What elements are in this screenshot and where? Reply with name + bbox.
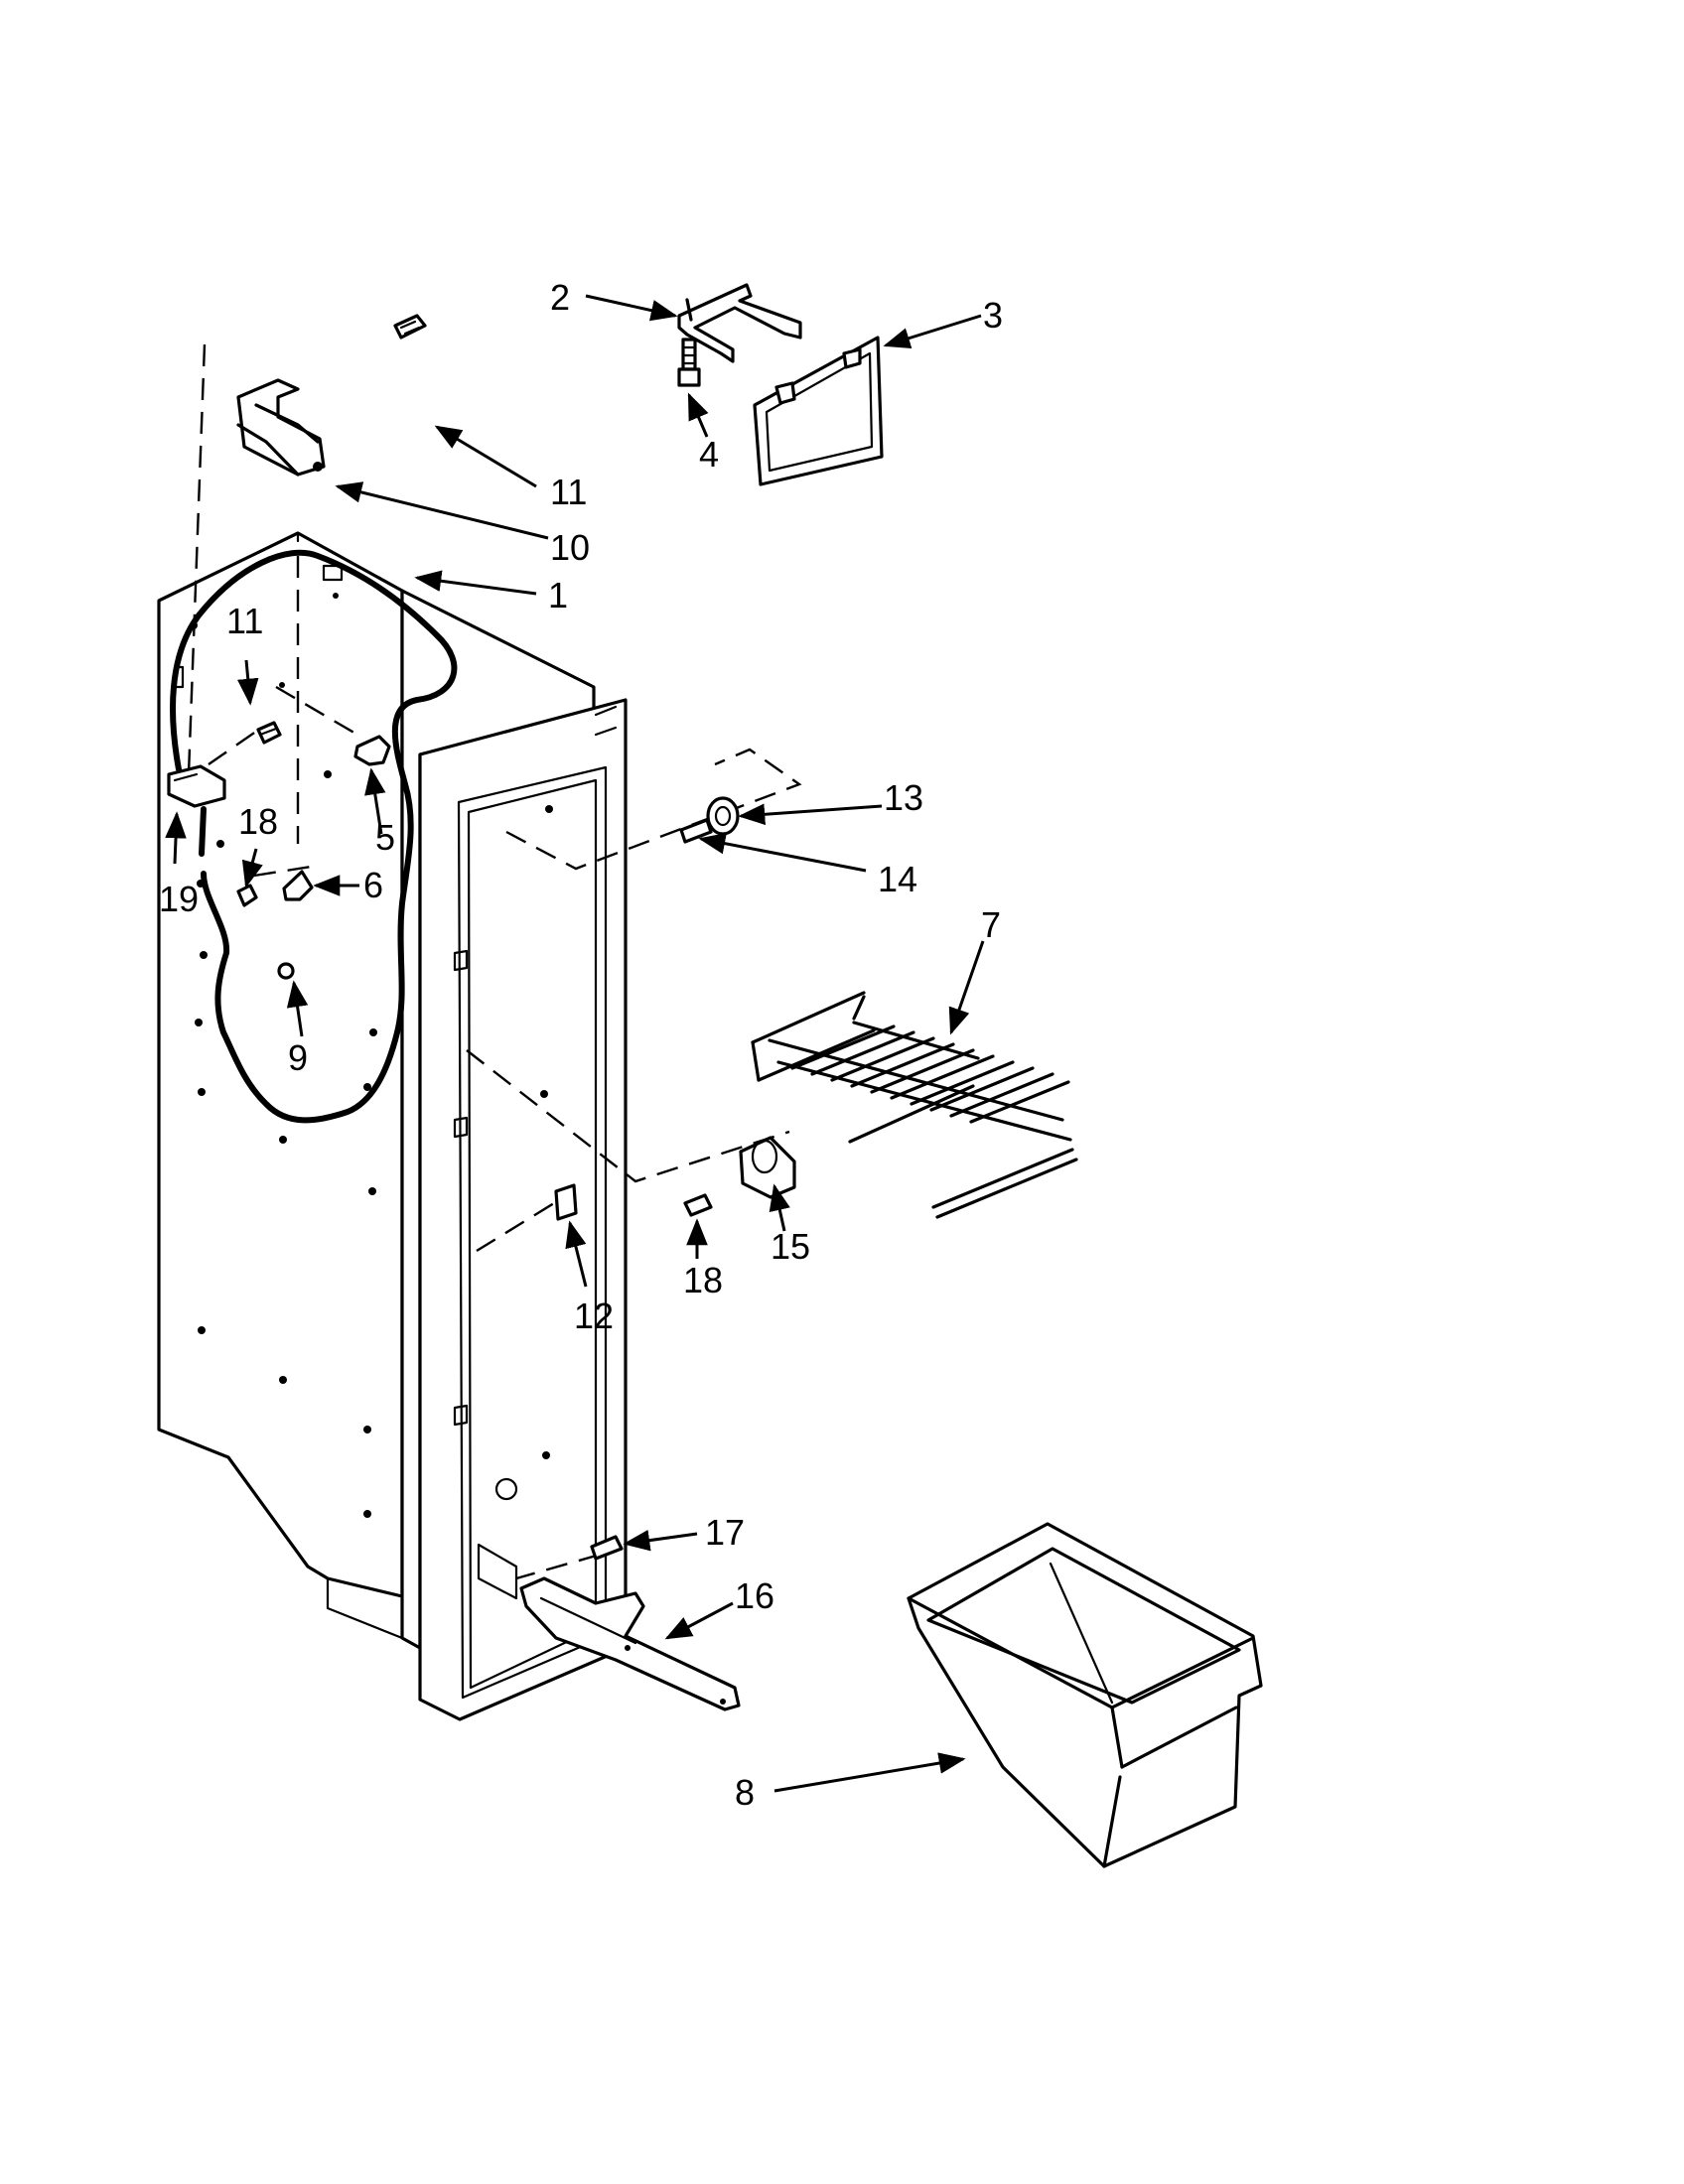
callout-15: 15 — [771, 1226, 810, 1267]
screw-part-11-mid — [256, 721, 282, 745]
switch-part-12 — [554, 1183, 578, 1221]
callout-3: 3 — [983, 295, 1003, 336]
callout-11-mid: 11 — [226, 601, 263, 641]
ice-bin-part-8 — [907, 1522, 1263, 1868]
cover-part-3 — [753, 336, 884, 486]
screw-part-17 — [590, 1535, 624, 1561]
callout-10: 10 — [550, 527, 590, 568]
callout-18-left: 18 — [238, 801, 278, 842]
callout-7: 7 — [981, 904, 1001, 945]
callout-11-top: 11 — [550, 472, 587, 512]
callout-8: 8 — [735, 1772, 755, 1813]
callout-labels: 2 3 4 11 10 1 11 5 18 6 19 9 13 14 7 15 … — [159, 277, 1003, 1813]
callout-18-right: 18 — [683, 1260, 723, 1300]
shelf-support-part-15 — [739, 1136, 796, 1199]
hanger-bracket-part-2 — [677, 283, 802, 363]
bushing-part-13 — [706, 796, 740, 836]
callout-14: 14 — [878, 859, 917, 899]
callout-6: 6 — [363, 865, 383, 905]
callout-5: 5 — [375, 817, 395, 858]
screw-part-14 — [679, 818, 713, 844]
shelf-part-7 — [751, 991, 1078, 1219]
screw-part-11-top — [393, 314, 427, 340]
clip-part-6 — [282, 870, 314, 901]
screw-part-18-right — [683, 1193, 713, 1217]
assembly-guide-lines — [187, 343, 802, 1580]
rail-part-16 — [519, 1576, 741, 1711]
callout-9: 9 — [288, 1037, 308, 1078]
callout-19: 19 — [159, 879, 199, 919]
bracket-part-10 — [236, 378, 326, 477]
bracket-part-19 — [167, 764, 226, 808]
leader-lines — [165, 294, 985, 1793]
callout-1: 1 — [548, 575, 568, 615]
callout-13: 13 — [884, 777, 923, 818]
callout-17: 17 — [705, 1512, 745, 1553]
wire-harness — [170, 549, 458, 1124]
callout-16: 16 — [735, 1575, 774, 1616]
screw-part-4 — [677, 338, 701, 387]
callout-2: 2 — [550, 277, 570, 318]
clip-part-5 — [353, 735, 391, 766]
callout-4: 4 — [699, 434, 719, 475]
plug-part-9 — [277, 962, 295, 980]
callout-12: 12 — [574, 1296, 614, 1336]
freezer-liner — [157, 531, 628, 1721]
